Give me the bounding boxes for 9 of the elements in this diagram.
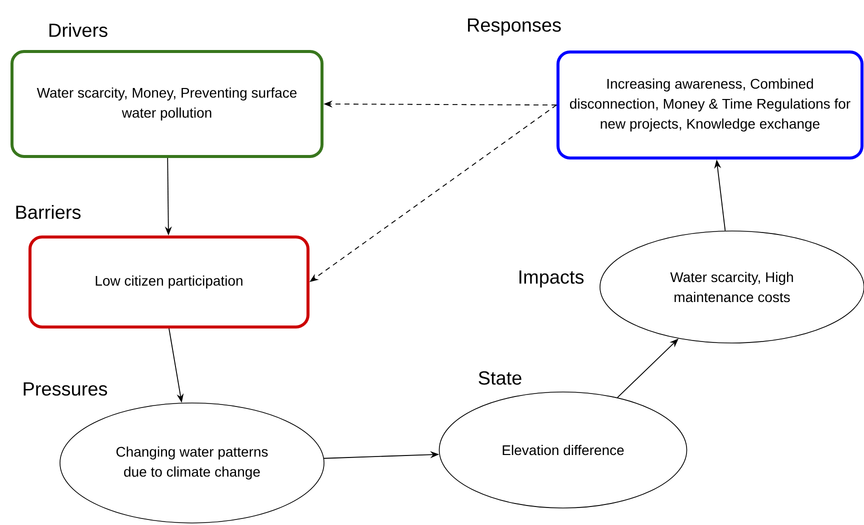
rounded-box: Increasing awareness, Combined disconnection, Money & Time Regulations for new projects, Knowledge exchange	[556, 50, 864, 160]
rounded-box: Water scarcity, Money, Preventing surface water pollution	[10, 50, 324, 158]
heading: Impacts	[520, 270, 584, 288]
heading: Drivers	[49, 23, 108, 37]
heading: Responses	[468, 18, 561, 36]
heading: Pressures	[24, 382, 108, 396]
heading: Barriers	[16, 205, 81, 219]
heading: State	[478, 371, 522, 385]
rounded-box: Low citizen participation	[28, 236, 310, 328]
